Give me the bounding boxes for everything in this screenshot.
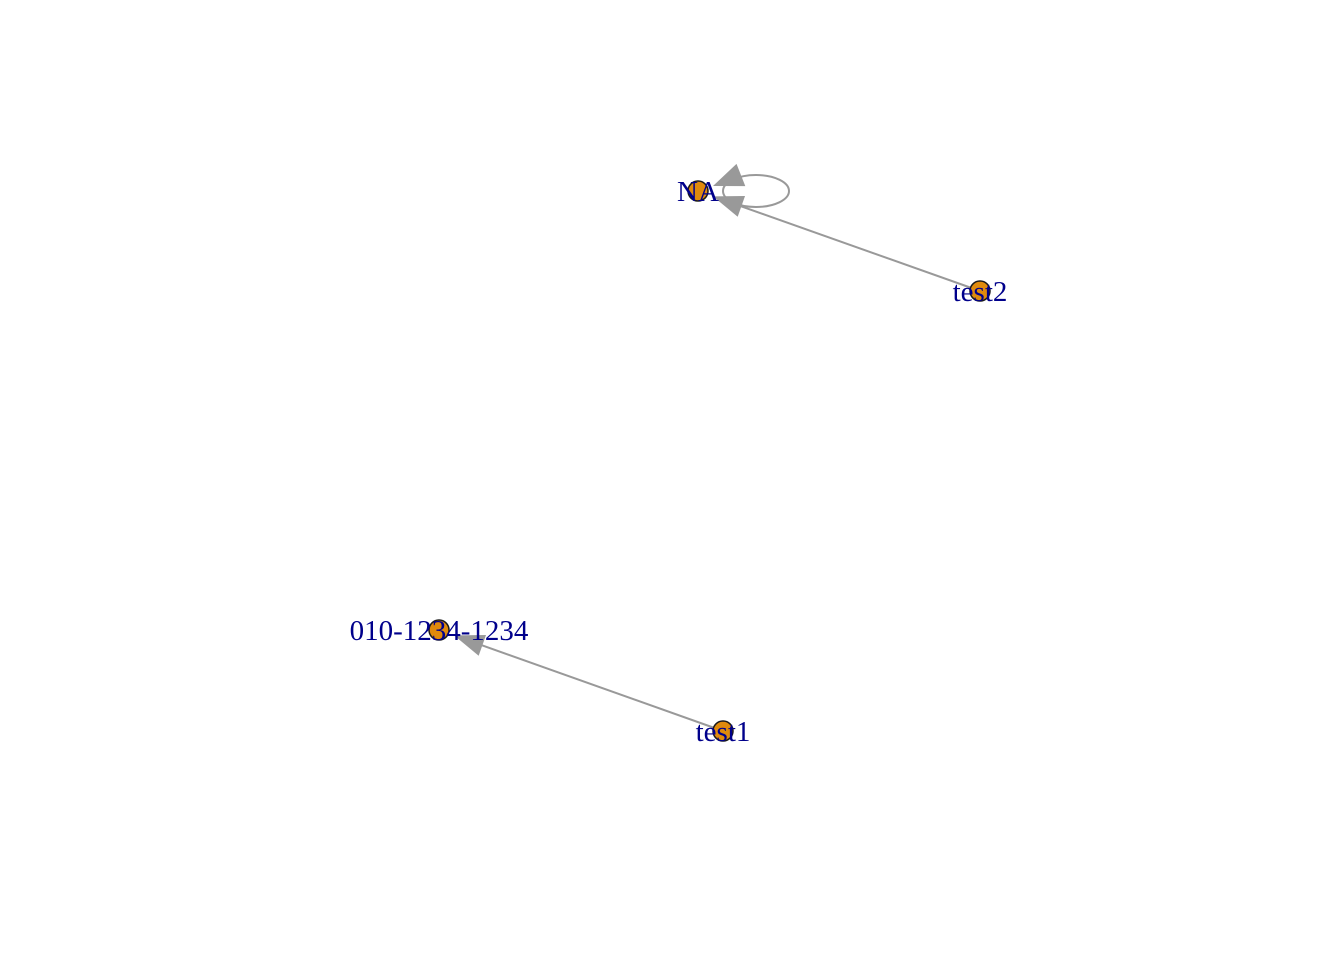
- edges-layer: [454, 163, 981, 732]
- labels-layer: NA test2 010-1234-1234 test1: [350, 176, 1008, 748]
- node-phone: [428, 619, 450, 641]
- node-label-test2: test2: [953, 276, 1008, 308]
- node-label-phone: 010-1234-1234: [350, 615, 529, 647]
- node-label-test1: test1: [696, 716, 751, 748]
- arrowhead: [454, 635, 487, 656]
- node-label-na: NA: [677, 176, 719, 208]
- node-test2: [969, 280, 991, 302]
- nodes-layer: [428, 180, 991, 742]
- edge-test1-to-phone: [454, 635, 724, 732]
- arrowhead: [713, 196, 746, 217]
- edge-line: [472, 641, 724, 732]
- node-test1: [712, 720, 734, 742]
- node-na: [687, 180, 709, 202]
- edge-test2-to-na: [713, 196, 981, 292]
- edge-line: [731, 202, 981, 292]
- edge-na-to-na: [713, 163, 790, 208]
- arrowhead: [713, 163, 746, 187]
- self-loop-edge: [722, 174, 790, 208]
